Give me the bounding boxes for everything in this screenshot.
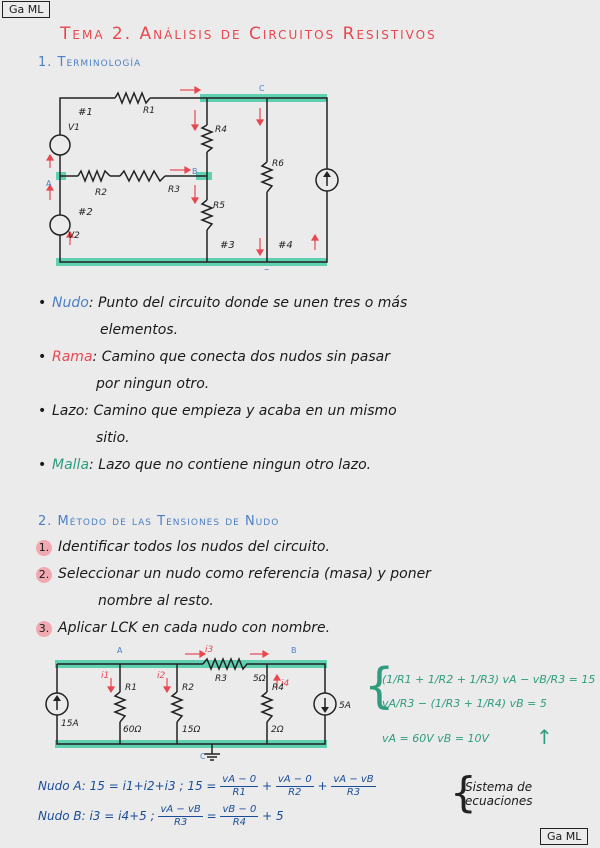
list-item-rama: •Rama: Camino que conecta dos nudos sin …: [38, 349, 390, 365]
term-malla: Malla: [52, 457, 90, 473]
svg-text:R4: R4: [272, 683, 284, 693]
list-item-lazo-cont: sitio.: [96, 430, 130, 446]
svg-text:B: B: [291, 646, 297, 655]
resistor-r4-c2: [259, 691, 275, 723]
method-steps: 1.Identificar todos los nudos del circui…: [36, 534, 586, 642]
list-item-rama-cont: por ningun otro.: [96, 376, 210, 392]
svg-text:60Ω: 60Ω: [123, 725, 141, 735]
label-r5: R5: [213, 201, 225, 211]
label-r2: R2: [95, 188, 107, 198]
svg-text:15A: 15A: [61, 719, 79, 729]
list-item-nudo: •Nudo: Punto del circuito donde se unen …: [38, 295, 408, 311]
step-2: 2.Seleccionar un nudo como referencia (m…: [36, 561, 586, 588]
system-eq-2: vA/R3 − (1/R3 + 1/R4) vB = 5: [382, 697, 547, 710]
resistor-r1: [114, 90, 151, 106]
node-c-label: C: [259, 84, 265, 93]
svg-text:5Ω: 5Ω: [253, 674, 266, 684]
circuit-diagram-node-method: i1 i2 i3 i4 R1 R2 R3 5Ω R4 60Ω 15Ω 2Ω 15…: [45, 645, 351, 761]
voltage-source-v2: [49, 214, 71, 236]
term-rama: Rama: [52, 349, 93, 365]
node-a-label: A: [46, 179, 52, 188]
step-1: 1.Identificar todos los nudos del circui…: [36, 534, 586, 561]
node-b-label: B: [192, 167, 198, 176]
equations-brace: {: [450, 768, 477, 817]
loop-2-label: #2: [78, 207, 93, 218]
svg-text:R3: R3: [215, 674, 227, 684]
term-nudo: Nudo: [52, 295, 89, 311]
system-note: Sistema de ecuaciones: [465, 780, 533, 808]
circuit-diagram-terminology: R1 R2 R3 R4 R5 R6 V1 V2 i #1 #2 #3 #4 A …: [45, 84, 339, 270]
section-heading-terminology: 1. Terminología: [38, 55, 142, 70]
label-r3: R3: [168, 185, 180, 195]
loop-3-label: #3: [220, 240, 235, 251]
step-3: 3.Aplicar LCK en cada nudo con nombre.: [36, 615, 586, 642]
resistor-r6: [259, 161, 275, 193]
list-item-lazo: •Lazo: Camino que empieza y acaba en un …: [38, 403, 397, 419]
label-r6: R6: [272, 159, 284, 169]
resistor-r4: [199, 124, 215, 153]
svg-text:R2: R2: [182, 683, 194, 693]
page-title: Tema 2. Análisis de Circuitos Resistivos: [60, 24, 437, 44]
svg-text:A: A: [117, 646, 123, 655]
step-2-cont: nombre al resto.: [98, 593, 214, 609]
system-eq-1: (1/R1 + 1/R2 + 1/R3) vA − vB/R3 = 15: [382, 673, 596, 686]
list-item-nudo-cont: elementos.: [100, 322, 179, 338]
terminology-list: •Nudo: Punto del circuito donde se unen …: [38, 290, 583, 479]
loop-4-label: #4: [278, 240, 293, 251]
system-solution: vA = 60V vB = 10V: [382, 732, 490, 745]
resistor-r5: [199, 199, 215, 231]
svg-text:C: C: [200, 752, 206, 761]
svg-text:i2: i2: [157, 671, 166, 681]
author-tag-bottom: Ga ML: [540, 828, 589, 845]
svg-text:5A: 5A: [339, 701, 351, 711]
resistor-r2-c2: [169, 691, 185, 723]
label-r4: R4: [215, 125, 227, 135]
resistor-r1-c2: [112, 691, 128, 723]
svg-text:2Ω: 2Ω: [271, 725, 284, 735]
resistor-r3-c2: [202, 656, 263, 672]
svg-text:i4: i4: [281, 679, 290, 689]
arrow-up-icon: ↑: [536, 725, 553, 749]
node-d-label: D: [264, 268, 270, 270]
svg-text:i1: i1: [101, 671, 109, 681]
label-v2: V2: [68, 231, 80, 241]
svg-text:R1: R1: [125, 683, 137, 693]
voltage-source-v1: [49, 134, 71, 156]
label-r1: R1: [143, 106, 155, 116]
system-brace: {: [364, 658, 395, 714]
label-v1: V1: [68, 123, 80, 133]
section-heading-method: 2. Método de las Tensiones de Nudo: [38, 514, 280, 529]
svg-text:i3: i3: [205, 645, 214, 655]
author-tag: Ga ML: [2, 1, 51, 18]
svg-text:15Ω: 15Ω: [182, 725, 200, 735]
loop-1-label: #1: [78, 107, 93, 118]
resistor-r2: [77, 168, 111, 184]
list-item-malla: •Malla: Lazo que no contiene ningun otro…: [38, 457, 372, 473]
resistor-r3: [119, 169, 166, 183]
